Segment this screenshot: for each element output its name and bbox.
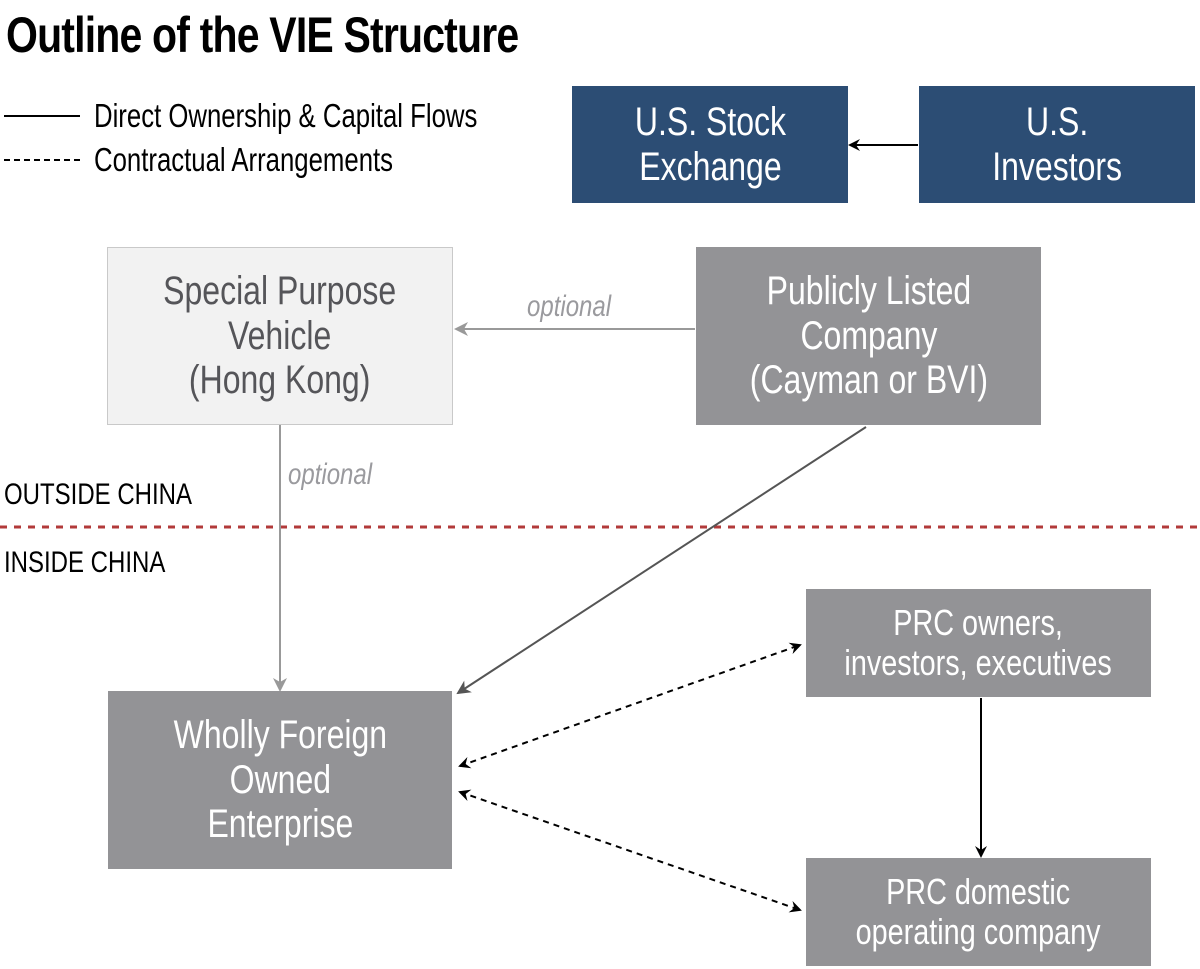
edge-label-optional: optional	[288, 458, 373, 491]
edge-listed-to-wfoe	[456, 426, 867, 695]
node-us-investors: U.S. Investors	[919, 86, 1195, 203]
edge-label-optional: optional	[527, 290, 612, 323]
edge-wfoe-prc-owners	[458, 642, 802, 769]
legend-item-direct-ownership: Direct Ownership & Capital Flows	[4, 96, 586, 136]
node-label: PRC domestic operating company	[856, 870, 1101, 952]
node-label: PRC owners, investors, executives	[844, 601, 1113, 683]
diagram-title: Outline of the VIE Structure	[6, 7, 519, 63]
legend-item-contractual: Contractual Arrangements	[4, 140, 477, 180]
edge-wfoe-prc-opco	[458, 789, 802, 913]
node-publicly-listed-company: Publicly Listed Company (Cayman or BVI)	[696, 247, 1041, 425]
legend-label: Contractual Arrangements	[94, 141, 394, 178]
legend-label: Direct Ownership & Capital Flows	[94, 97, 478, 134]
node-prc-operating-company: PRC domestic operating company	[806, 858, 1151, 966]
node-wfoe: Wholly Foreign Owned Enterprise	[108, 691, 452, 869]
node-label: Special Purpose Vehicle (Hong Kong)	[163, 268, 397, 403]
node-prc-owners: PRC owners, investors, executives	[806, 589, 1151, 697]
region-label-outside-china: OUTSIDE CHINA	[4, 478, 193, 511]
node-label: U.S. Investors	[992, 99, 1122, 189]
node-us-stock-exchange: U.S. Stock Exchange	[572, 86, 848, 203]
node-label: Publicly Listed Company (Cayman or BVI)	[749, 268, 988, 403]
node-special-purpose-vehicle: Special Purpose Vehicle (Hong Kong)	[107, 247, 453, 425]
dashed-line-icon	[4, 159, 80, 161]
region-label-inside-china: INSIDE CHINA	[4, 546, 166, 579]
solid-line-icon	[4, 115, 80, 117]
node-label: Wholly Foreign Owned Enterprise	[173, 712, 387, 847]
node-label: U.S. Stock Exchange	[634, 99, 786, 189]
